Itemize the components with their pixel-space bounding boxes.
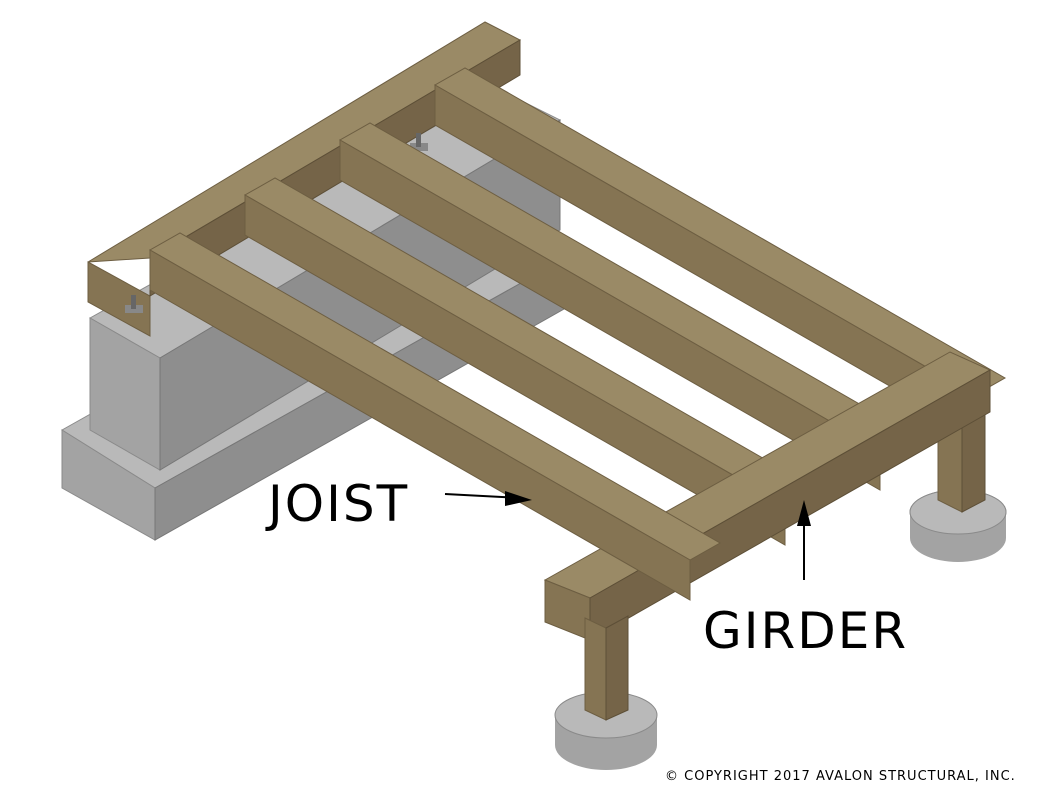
anchor-bolts	[125, 133, 428, 313]
copyright-text: © COPYRIGHT 2017 AVALON STRUCTURAL, INC.	[665, 769, 1016, 784]
joist-4	[433, 67, 1007, 436]
post-left	[584, 615, 629, 721]
joist-1	[148, 232, 722, 601]
joist-label: JOIST	[265, 475, 409, 533]
joist-arrow	[444, 491, 532, 506]
girder-arrow	[797, 500, 811, 580]
pier-footing-right	[909, 489, 1007, 562]
ledger-beam	[87, 21, 522, 337]
joist-3	[338, 122, 912, 491]
girder-label: GIRDER	[703, 602, 908, 660]
